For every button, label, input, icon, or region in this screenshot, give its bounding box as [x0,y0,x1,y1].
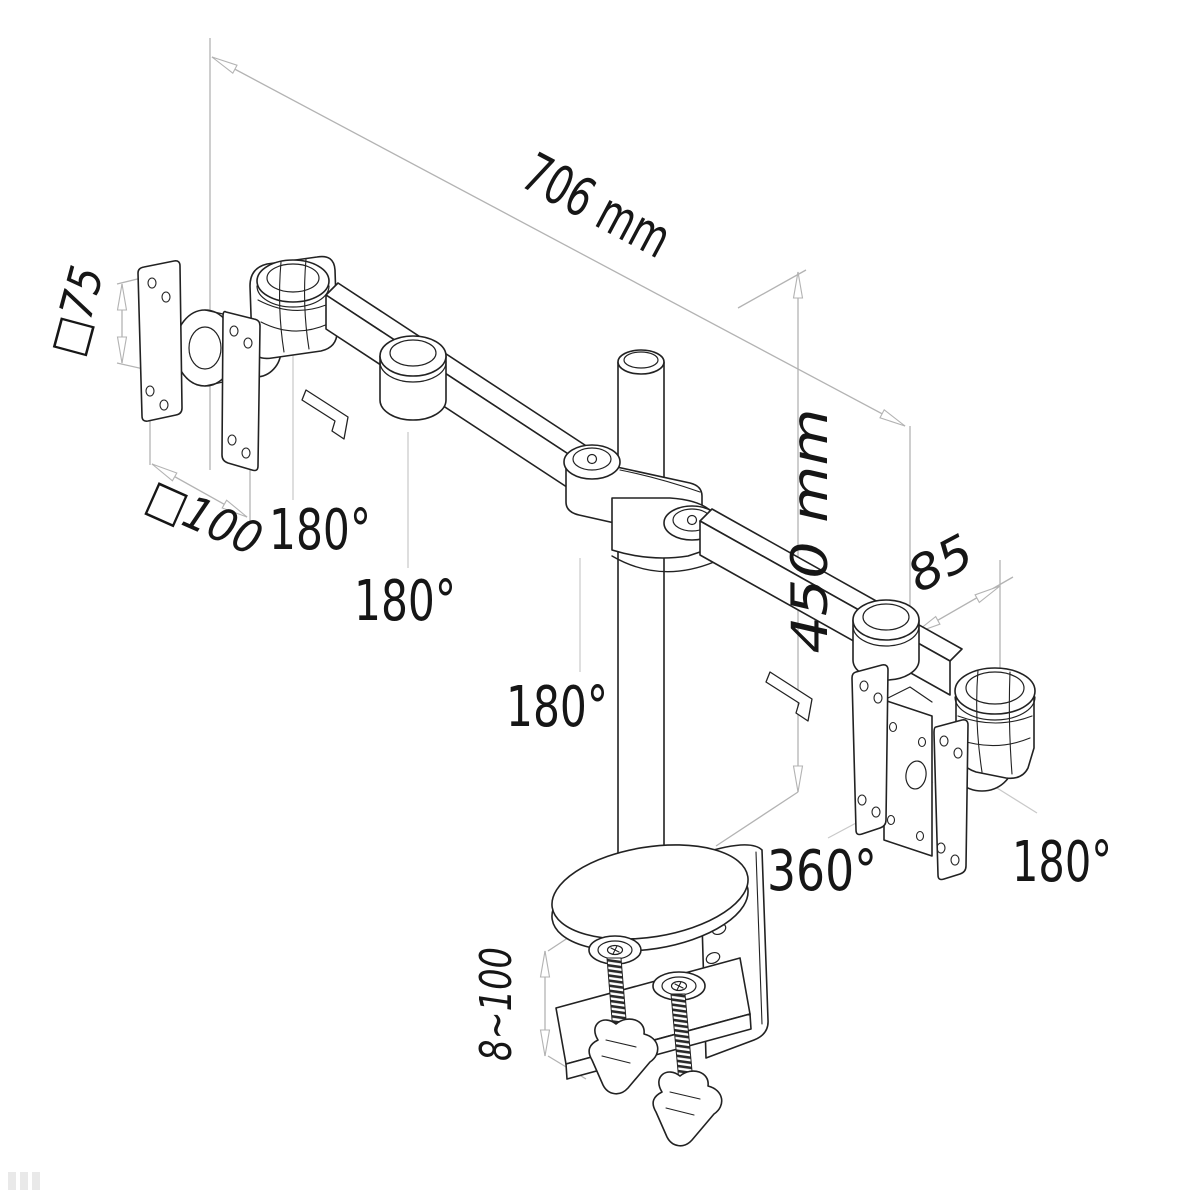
leader-180-right-end [996,787,1038,814]
angle-180-right-end-label: 180° [1012,830,1112,895]
lower-arm-tube [699,508,963,722]
angle-360-label: 360° [767,839,877,904]
dim-450-ref-bottom [715,791,799,847]
center-pole [617,349,665,871]
dim-clamp-range-label: 8~100 [471,947,522,1061]
cable-clip [765,671,813,722]
pole-top-cap [617,349,665,375]
right-vesa-plate-right [933,719,969,881]
upper-arm-tube [301,282,595,498]
right-tilt-adapter [883,686,933,857]
right-joint-cap [954,667,1036,715]
clamp-screw [686,514,698,526]
desk-clamp [551,844,769,1147]
clamp-wing-knob [652,1070,723,1147]
arm-mid-joint-cap [852,599,920,641]
left-joint-cap [256,259,330,303]
left-vesa-inner-plate [221,310,261,472]
dim-75-label: □75 [39,260,114,361]
dim-706-line [211,56,906,427]
angle-180-left-end-label: 180° [269,498,371,563]
dim-450-ref-top [737,269,807,309]
pole-clamp-lower [611,497,721,573]
angle-180-left-mid-label: 180° [354,569,456,634]
clamp-wing-knob [588,1018,659,1095]
angle-180-pole-label: 180° [506,675,608,740]
dim-450-label: 450 mm [781,409,839,654]
right-vesa-group [851,664,969,881]
clamp-foot-plate [555,957,752,1080]
dim-85-label: 85 [898,524,983,604]
cable-clip [301,389,349,440]
right-vesa-plate-left [851,664,889,836]
arm-mid-joint-cap [379,335,447,377]
dimension-arrowheads [116,56,1001,1057]
clamp-screw [586,453,598,465]
desk-plate-top [551,844,749,940]
dim-706-label: 706 mm [512,141,681,271]
left-vesa-outer-plate [137,260,183,422]
watermark-mark [8,1172,40,1190]
